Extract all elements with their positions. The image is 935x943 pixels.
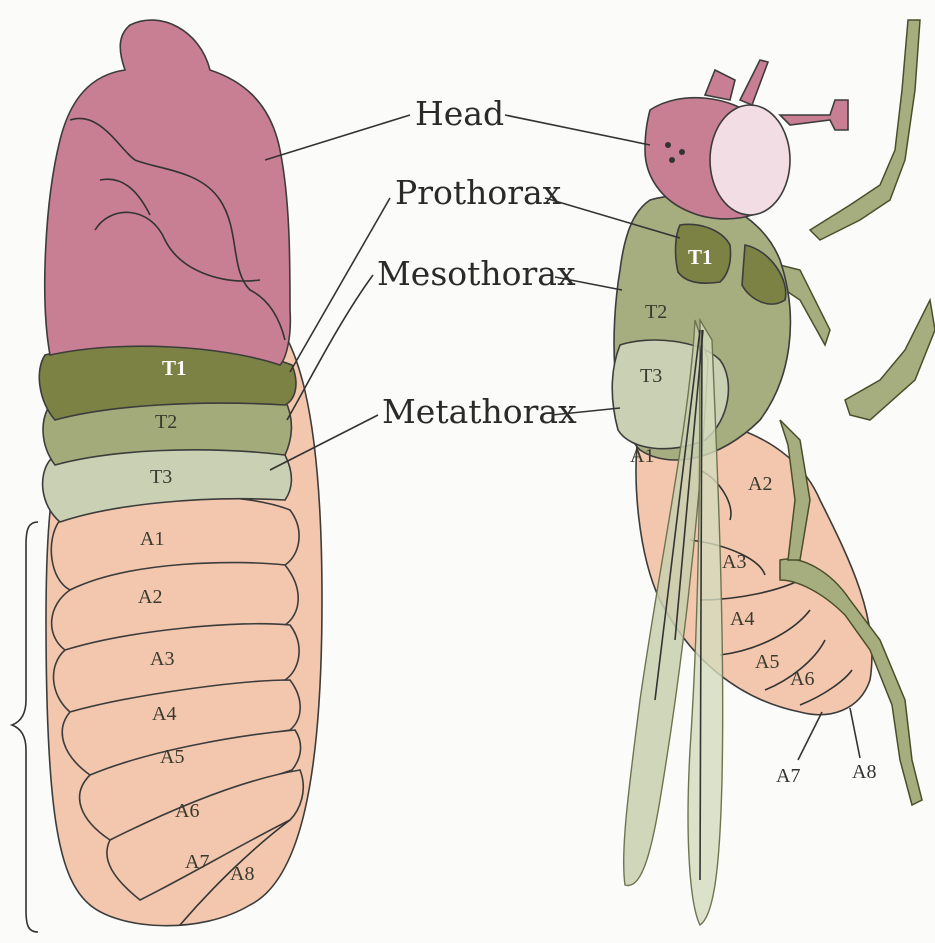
fly-ocellus-1 [665,142,671,148]
fly-label-a6: A6 [790,668,814,690]
fly-label-a4: A4 [730,608,754,630]
larva-label-a7: A7 [185,851,209,873]
callout-head: Head [415,94,504,133]
fly-ocellus-2 [679,149,685,155]
fly-label-a5: A5 [755,651,779,673]
fly-label-a7: A7 [776,765,800,787]
larva-label-a2: A2 [138,586,162,608]
fly-label-a1: A1 [630,445,654,467]
fly-compound-eye [710,105,790,215]
larva-label-t3: T3 [150,466,172,488]
larva-head [45,20,291,365]
larva-label-a3: A3 [150,648,174,670]
larva-label-a1: A1 [140,528,164,550]
leader-mesothorax-larva [287,275,373,420]
callout-prothorax: Prothorax [395,173,562,212]
larva-label-a4: A4 [152,703,176,725]
callout-metathorax: Metathorax [382,392,577,431]
larva-label-t1: T1 [162,356,187,380]
fly-label-t2: T2 [645,301,667,323]
leader-head-larva [265,115,410,160]
leader-head-fly [505,115,650,145]
larva-label-t2: T2 [155,411,177,433]
fly-leg-mid [845,300,935,420]
larva-label-a8: A8 [230,863,254,885]
larva-label-a5: A5 [160,746,184,768]
fly-label-a2: A2 [748,473,772,495]
fly-arista-2 [740,60,768,105]
abdomen-brace [12,522,38,932]
fly-ocellus-3 [669,157,675,163]
fly-antenna [780,100,848,130]
leader-prothorax-larva [290,198,390,372]
fly-label-a8: A8 [852,761,876,783]
fly-label-t3: T3 [640,365,662,387]
fly-label-t1: T1 [688,245,713,269]
fly-leader-a7 [798,712,822,760]
fly-label-a3: A3 [722,551,746,573]
fly-leg-front [810,20,920,240]
fly-arista [705,70,735,100]
fly-leader-a8 [850,708,860,758]
larva-label-a6: A6 [175,800,199,822]
callout-mesothorax: Mesothorax [377,254,576,293]
adult-fly: T1 T2 T3 A1 A2 A3 A4 A5 A6 A7 A8 [612,20,935,925]
